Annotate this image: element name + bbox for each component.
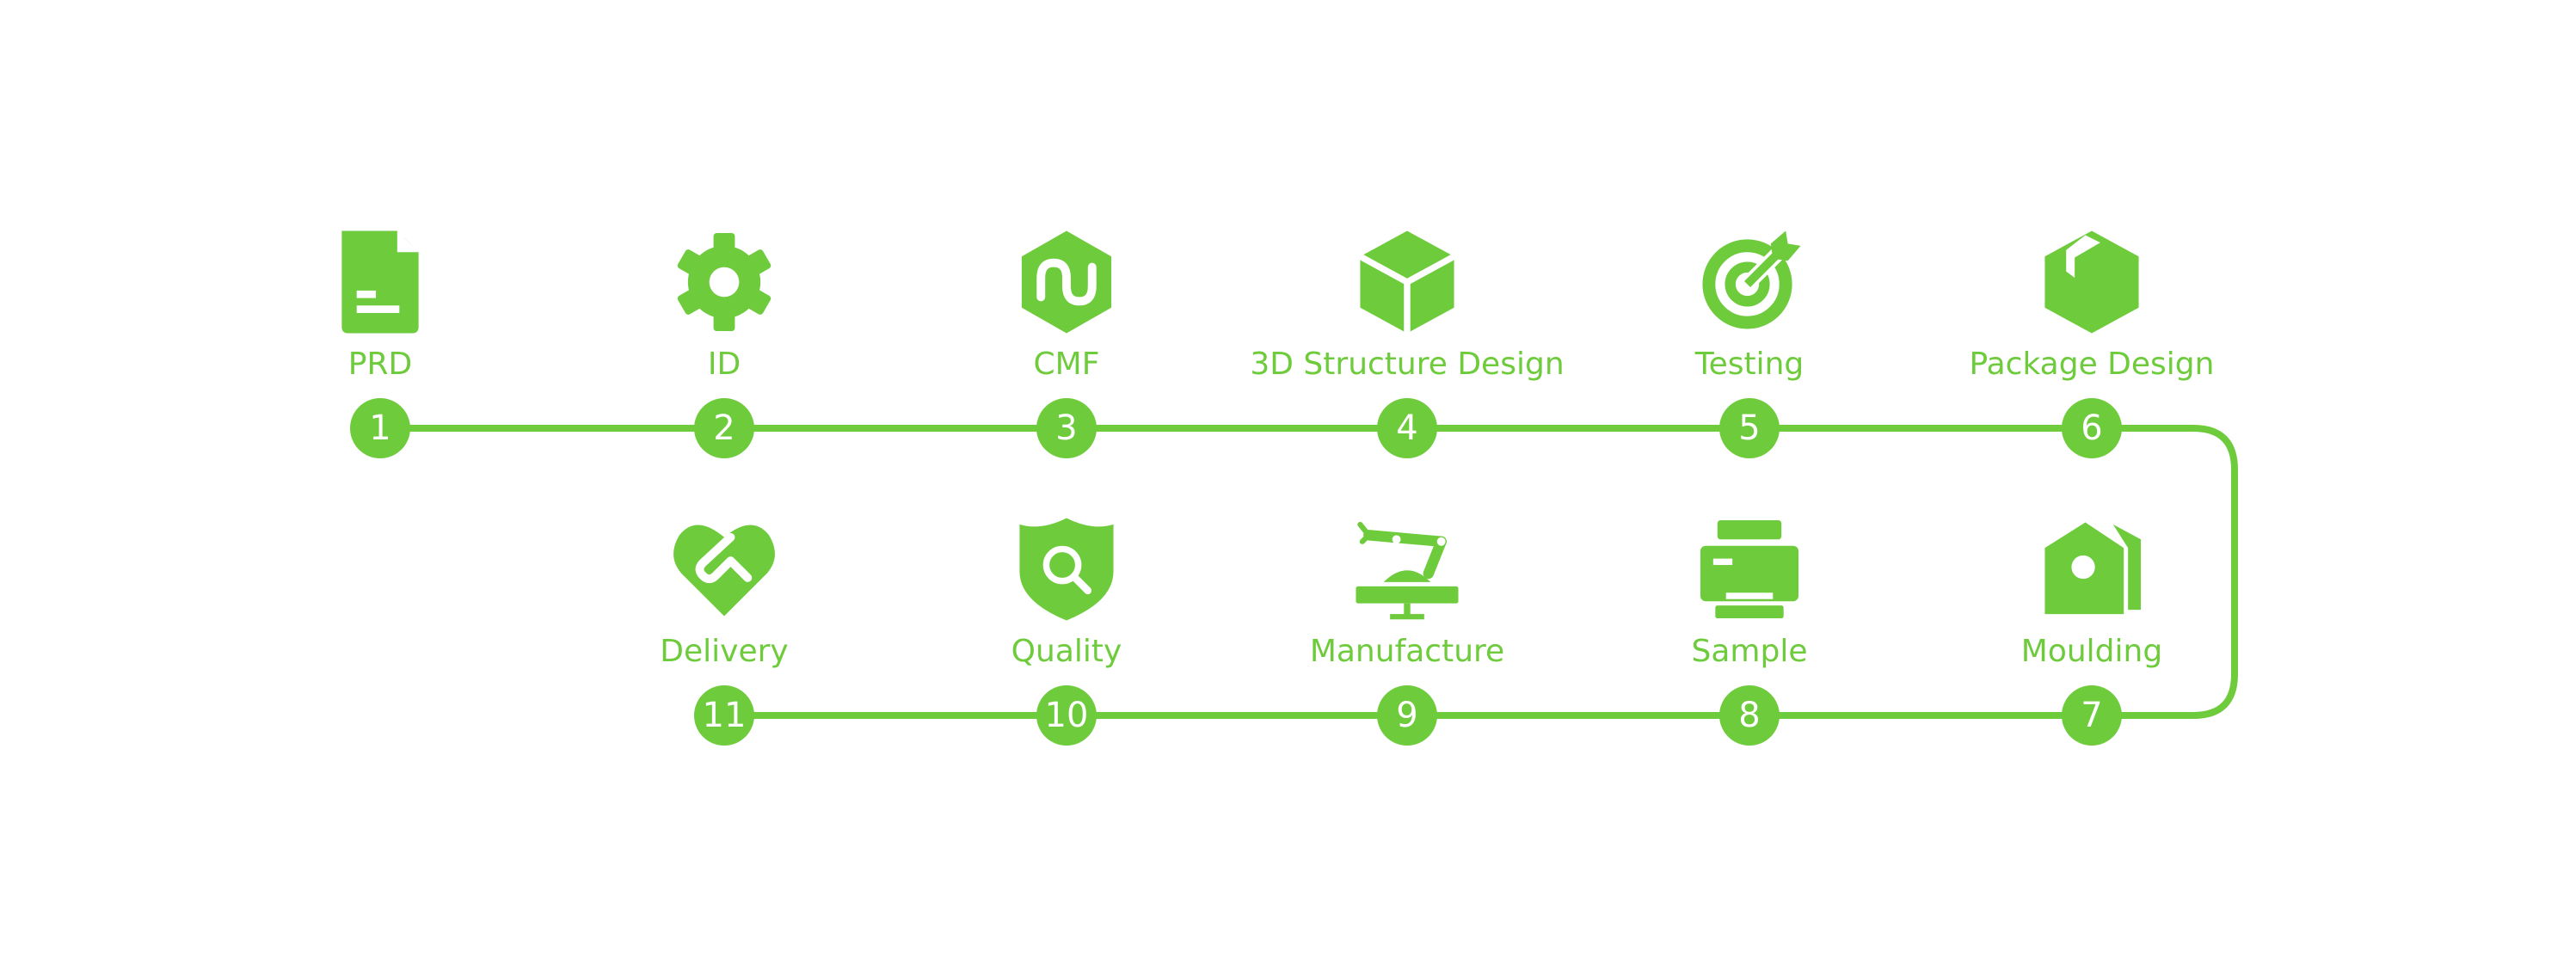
step-label: Quality	[1011, 634, 1122, 669]
step-number-badge: 7	[2062, 685, 2122, 746]
robot-arm-icon	[1354, 516, 1460, 623]
document-icon	[327, 229, 433, 335]
package-box-icon	[2038, 229, 2145, 335]
step-number-badge: 8	[1719, 685, 1780, 746]
step-number-badge: 11	[694, 685, 754, 746]
step-label: Testing	[1694, 347, 1804, 382]
step-label: Sample	[1691, 634, 1808, 669]
step-label: Delivery	[660, 634, 789, 669]
step-number-badge: 10	[1036, 685, 1097, 746]
step-number-badge: 1	[350, 398, 410, 458]
step-label: ID	[707, 347, 741, 382]
step-number-badge: 2	[694, 398, 754, 458]
step-number-badge: 6	[2062, 398, 2122, 458]
step-number-badge: 9	[1377, 685, 1437, 746]
step-number-badge: 5	[1719, 398, 1780, 458]
step-number-badge: 4	[1377, 398, 1437, 458]
hexagon-wave-icon	[1013, 229, 1120, 335]
mould-tag-icon	[2038, 516, 2145, 623]
step-label: 3D Structure Design	[1250, 347, 1565, 382]
gear-icon	[671, 229, 778, 335]
cube-icon	[1354, 229, 1460, 335]
step-label: Package Design	[1969, 347, 2215, 382]
printer-icon	[1696, 516, 1803, 623]
step-number-badge: 3	[1036, 398, 1097, 458]
step-label: CMF	[1033, 347, 1100, 382]
step-label: Moulding	[2020, 634, 2163, 669]
target-icon	[1696, 229, 1803, 335]
step-label: Manufacture	[1309, 634, 1505, 669]
step-label: PRD	[347, 347, 413, 382]
heart-handshake-icon	[671, 516, 778, 623]
shield-search-icon	[1013, 516, 1120, 623]
